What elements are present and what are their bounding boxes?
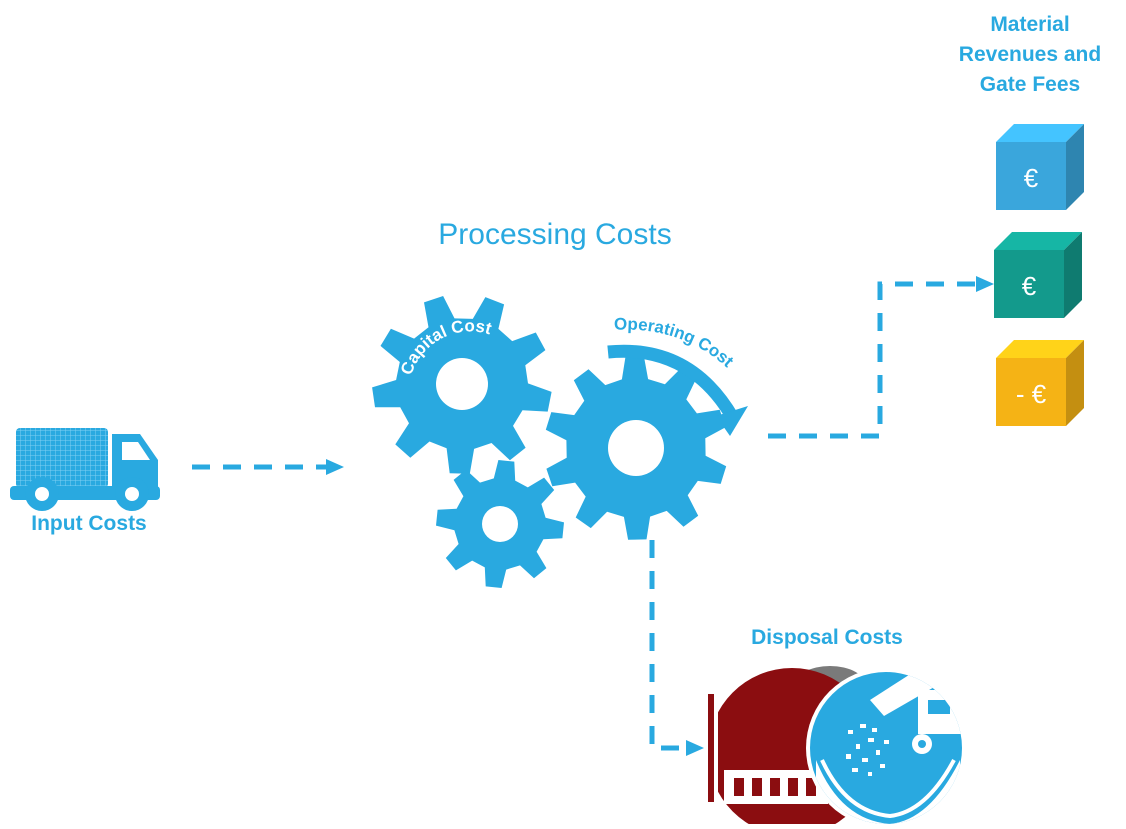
gate-fee-cube: € xyxy=(994,232,1082,318)
euro-minus-icon: - € xyxy=(1016,379,1047,409)
landfill-icon xyxy=(806,668,966,828)
gears-icon xyxy=(372,296,727,588)
gear-hole xyxy=(436,358,488,410)
revenue-flow-arrow xyxy=(768,276,994,439)
disposal-flow-arrow xyxy=(649,540,704,756)
euro-icon: € xyxy=(1022,271,1037,301)
revenue-label: Material Revenues and Gate Fees xyxy=(958,13,1102,96)
truck-icon xyxy=(10,428,160,511)
page-title: Processing Costs xyxy=(438,218,672,251)
input-flow-arrow xyxy=(192,459,344,475)
gear-hole xyxy=(608,420,664,476)
euro-icon: € xyxy=(1024,163,1039,193)
disposal-costs-label: Disposal Costs xyxy=(751,626,903,649)
gear-hole xyxy=(482,506,518,542)
cost-cube: - € xyxy=(996,340,1084,426)
revenue-cube: € xyxy=(996,124,1084,210)
input-costs-label: Input Costs xyxy=(31,512,147,535)
